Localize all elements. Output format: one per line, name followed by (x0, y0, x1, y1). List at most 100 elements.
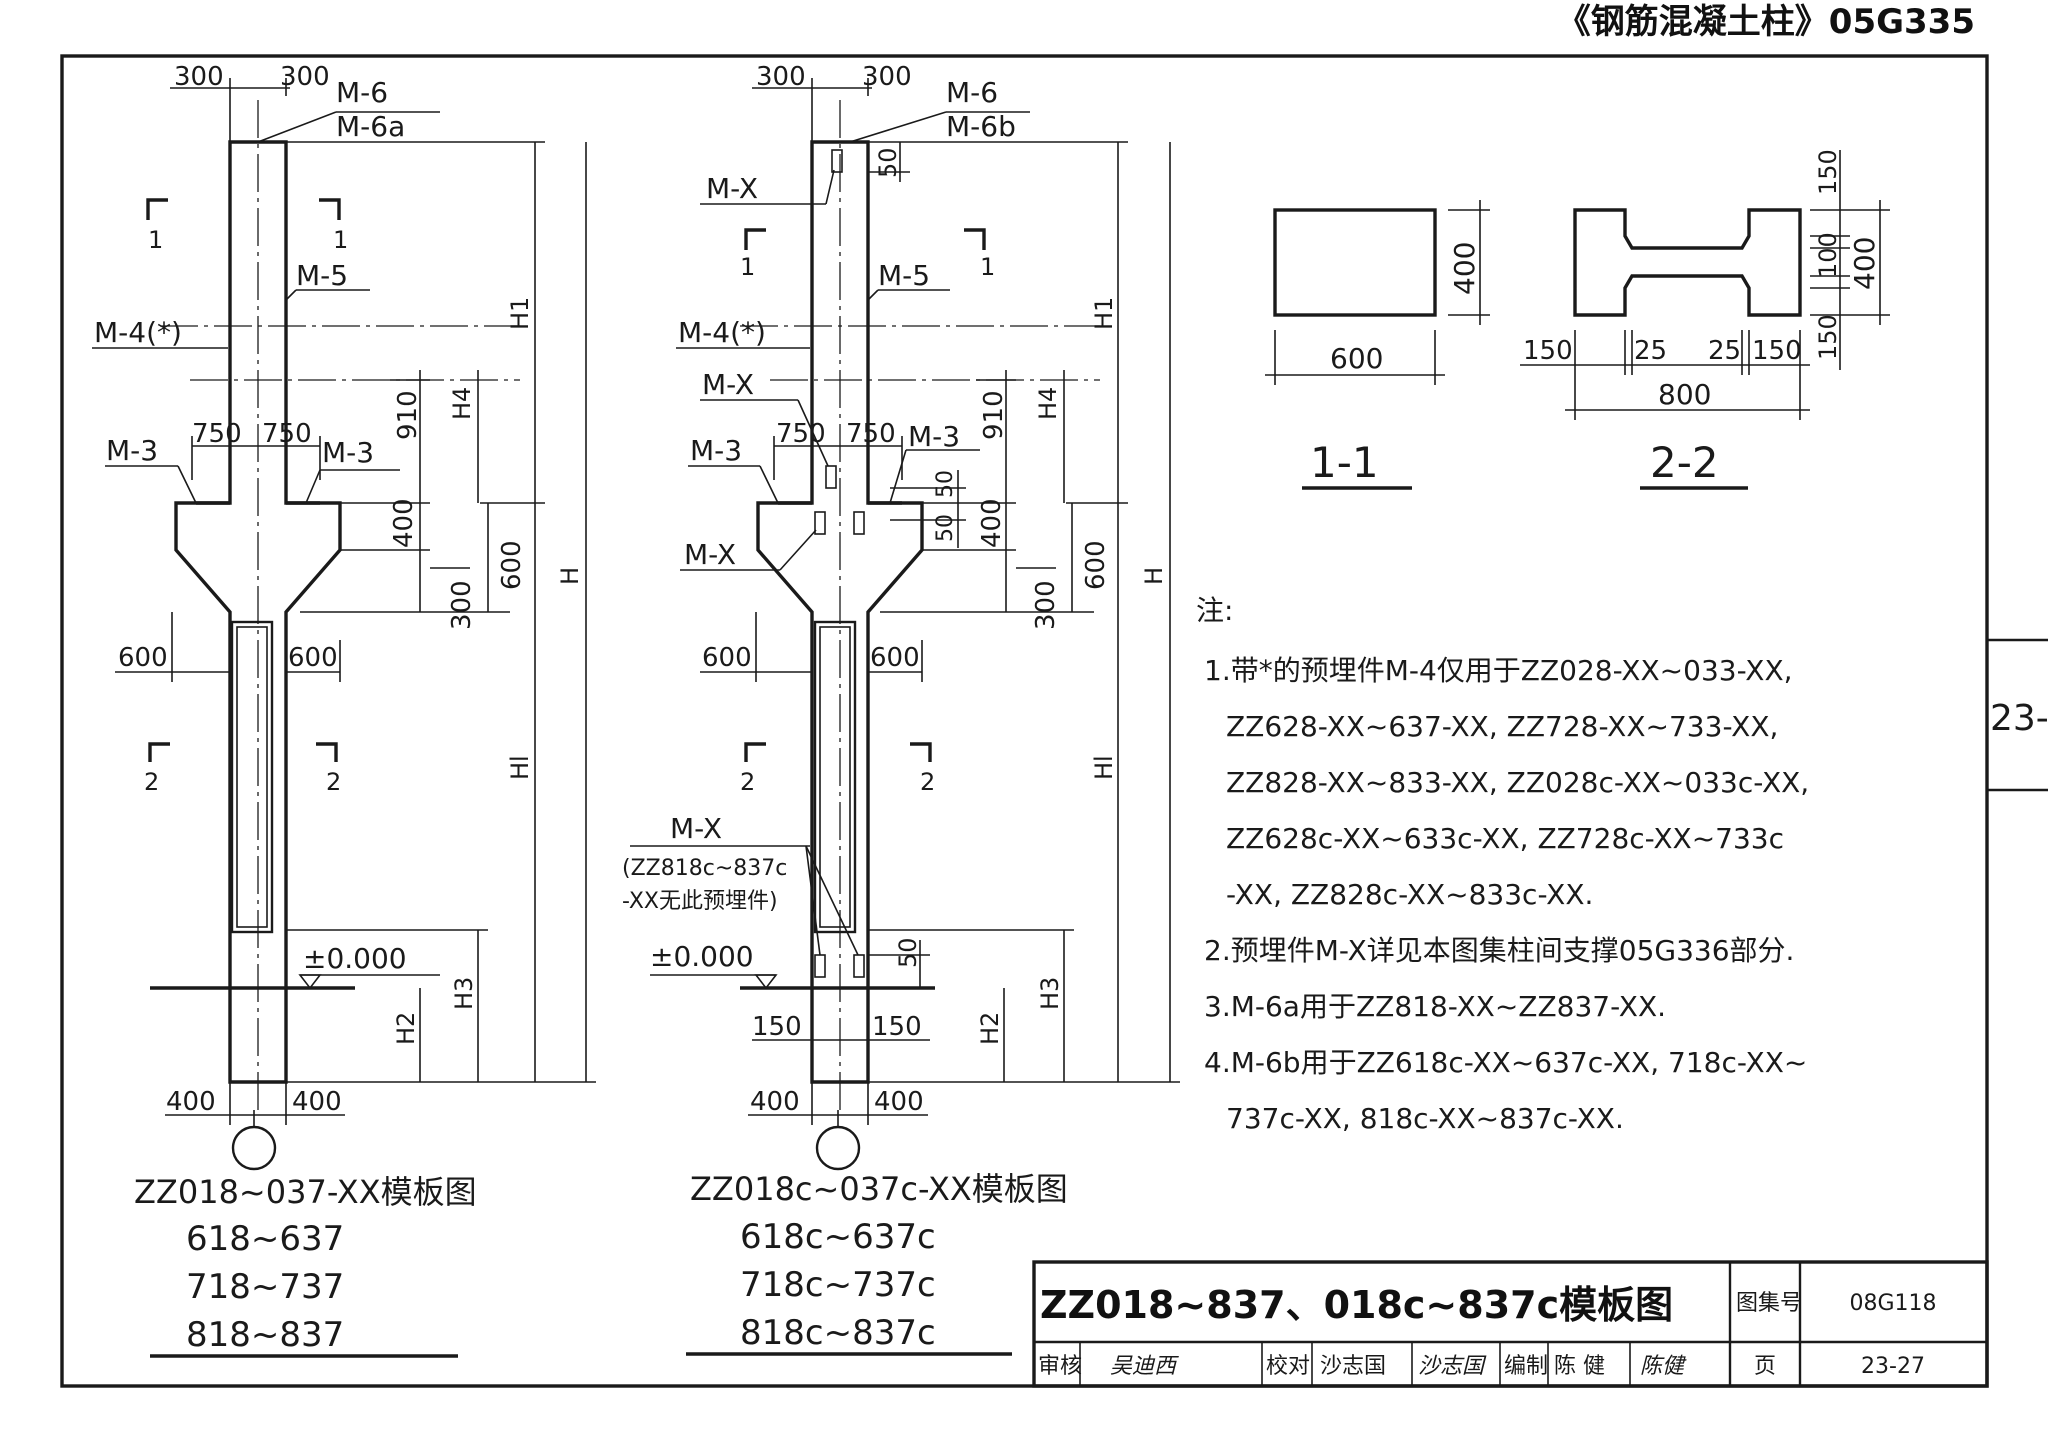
svg-text:750: 750 (776, 419, 826, 449)
section-1-1-width: 600 (1330, 342, 1383, 375)
section-1-1: 600 400 1-1 (1265, 200, 1490, 490)
left-caption-2: 618~637 (186, 1219, 344, 1259)
left-opening (230, 620, 274, 934)
svg-text:600: 600 (870, 643, 920, 673)
section-1-1-outline (1273, 208, 1437, 317)
note-line-5: -XX, ZZ828c-XX~833c-XX. (1226, 878, 1593, 911)
left-m6a-label: M-6a (336, 110, 405, 143)
svg-text:400: 400 (166, 1087, 216, 1117)
left-dim-top-left: 300 (174, 62, 224, 92)
right-mx-mid-label: M-X (702, 368, 754, 401)
right-opening (813, 620, 857, 934)
left-m6-label: M-6 (336, 76, 388, 109)
left-elevation-mark (298, 974, 322, 990)
right-mx-top-label: M-X (706, 172, 758, 205)
svg-text:1: 1 (333, 226, 348, 254)
svg-text:1: 1 (980, 253, 995, 281)
svg-text:50: 50 (933, 514, 958, 542)
section-2-2-label: 2-2 (1650, 438, 1719, 487)
check-signature: 沙志国 (1418, 1354, 1487, 1379)
right-elevation-mark (754, 974, 778, 990)
left-m4-label: M-4(*) (94, 316, 182, 349)
svg-text:910: 910 (979, 390, 1009, 440)
section-1-1-label: 1-1 (1310, 438, 1379, 487)
svg-text:H1: H1 (1090, 297, 1118, 330)
note-line-1: 1.带*的预埋件M-4仅用于ZZ028-XX~033-XX, (1204, 654, 1793, 687)
note-line-4: ZZ628c-XX~633c-XX, ZZ728c-XX~733c (1226, 822, 1784, 855)
left-caption-3: 718~737 (186, 1267, 344, 1307)
svg-text:50: 50 (874, 147, 902, 178)
svg-text:150: 150 (1814, 314, 1842, 360)
design-name: 陈 健 (1554, 1354, 1605, 1379)
svg-text:150: 150 (1752, 336, 1802, 366)
atlas-no-label: 图集号 (1736, 1291, 1802, 1316)
svg-text:Hl: Hl (1090, 755, 1118, 780)
right-m6b-label: M-6b (946, 110, 1016, 143)
right-caption-1: ZZ018c~037c-XX模板图 (690, 1170, 1068, 1208)
notes-heading: 注: (1196, 594, 1233, 627)
svg-text:M-3: M-3 (908, 420, 960, 453)
svg-text:1: 1 (148, 226, 163, 254)
svg-text:400: 400 (292, 1087, 342, 1117)
left-section2-mark-right (316, 742, 338, 762)
svg-text:150: 150 (872, 1012, 922, 1042)
svg-text:750: 750 (192, 419, 242, 449)
right-m6-label: M-6 (946, 76, 998, 109)
note-line-2: ZZ628-XX~637-XX, ZZ728-XX~733-XX, (1226, 710, 1778, 743)
svg-text:25: 25 (1708, 336, 1741, 366)
right-m4-label: M-4(*) (678, 316, 766, 349)
svg-text:100: 100 (1814, 232, 1842, 278)
review-signature: 吴迪西 (1110, 1354, 1179, 1379)
note-line-6: 2.预埋件M-X详见本图集柱间支撑05G336部分. (1204, 934, 1794, 967)
right-caption-2: 618c~637c (740, 1217, 936, 1257)
svg-text:300: 300 (862, 62, 912, 92)
svg-text:2: 2 (144, 768, 159, 796)
note-line-9: 737c-XX, 818c-XX~837c-XX. (1226, 1102, 1624, 1135)
left-section1-mark-right (319, 198, 341, 220)
svg-text:H4: H4 (1034, 387, 1062, 420)
svg-text:H3: H3 (450, 977, 478, 1010)
left-section2-mark-left (148, 742, 170, 762)
svg-text:400: 400 (874, 1087, 924, 1117)
left-elevation-label: ±0.000 (303, 942, 407, 975)
svg-text:300: 300 (447, 580, 477, 630)
svg-text:H: H (556, 567, 584, 585)
svg-text:Hl: Hl (506, 755, 534, 780)
atlas-title: 《钢筋混凝土柱》05G335 (1557, 2, 1975, 42)
svg-text:600: 600 (1081, 540, 1111, 590)
svg-text:400: 400 (750, 1087, 800, 1117)
page-label: 页 (1754, 1354, 1776, 1379)
note-line-7: 3.M-6a用于ZZ818-XX~ZZ837-XX. (1204, 990, 1666, 1023)
review-label: 审核 (1038, 1354, 1082, 1379)
svg-text:2: 2 (740, 768, 755, 796)
svg-text:M-3: M-3 (690, 434, 742, 467)
svg-text:400: 400 (1848, 237, 1881, 290)
section-2-2: 150 25 25 150 800 150 100 150 400 2-2 (1520, 149, 1890, 490)
title-block: ZZ018~837、018c~837c模板图 图集号 08G118 页 23-2… (1032, 1260, 1989, 1388)
right-mx-note-line2: (ZZ818c~837c (622, 856, 787, 881)
svg-text:600: 600 (702, 643, 752, 673)
svg-text:600: 600 (497, 540, 527, 590)
design-label: 编制 (1504, 1354, 1548, 1379)
left-axis-bubble (231, 1125, 277, 1171)
svg-text:H4: H4 (448, 387, 476, 420)
svg-text:H: H (1140, 567, 1168, 585)
svg-text:H3: H3 (1036, 977, 1064, 1010)
right-mx-note-label: M-X (670, 812, 722, 845)
svg-text:2: 2 (326, 768, 341, 796)
svg-text:150: 150 (752, 1012, 802, 1042)
svg-text:750: 750 (262, 419, 312, 449)
svg-text:H2: H2 (976, 1012, 1004, 1045)
side-page-tab: 23- (1987, 638, 2048, 792)
svg-text:H1: H1 (506, 297, 534, 330)
right-caption-3: 718c~737c (740, 1265, 936, 1305)
svg-text:25: 25 (1634, 336, 1667, 366)
svg-text:400: 400 (977, 498, 1007, 548)
left-m3-label-right: M-3 (322, 436, 374, 469)
sheet-border (60, 54, 1989, 1388)
right-mx-note-line3: -XX无此预埋件) (622, 889, 778, 914)
svg-text:50: 50 (894, 937, 922, 968)
svg-text:600: 600 (288, 643, 338, 673)
title-block-title: ZZ018~837、018c~837c模板图 (1040, 1283, 1673, 1327)
